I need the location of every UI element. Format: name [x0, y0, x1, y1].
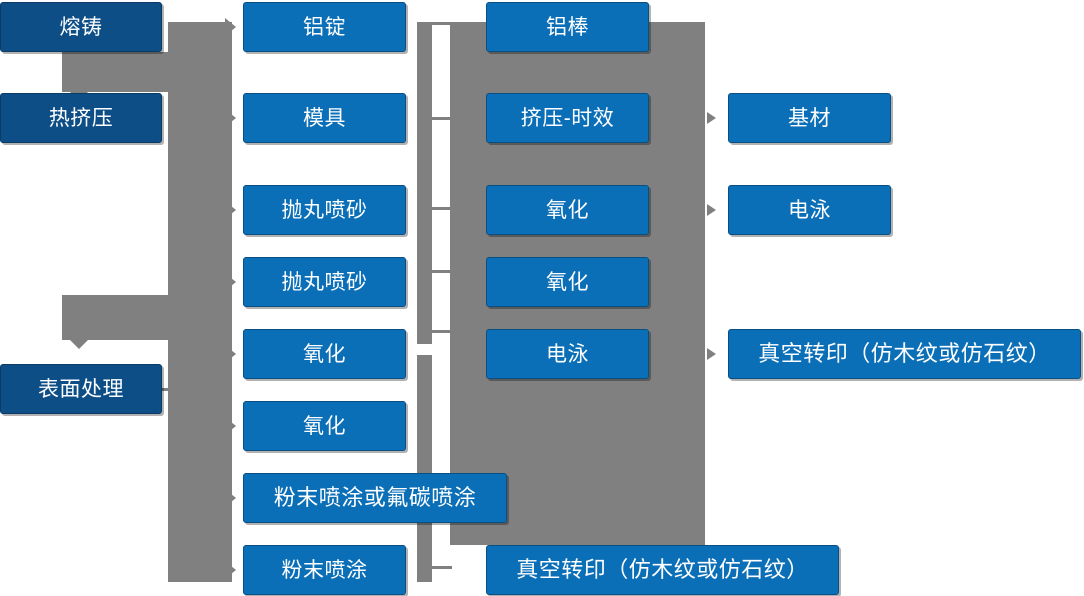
process-box-jiya[interactable]: 挤压-时效	[486, 93, 649, 143]
connector-biaomian-link	[160, 388, 190, 391]
process-box-zhenkong[interactable]: 真空转印（仿木纹或仿石纹）	[486, 545, 839, 595]
input-label-paowan-1: 抛丸喷砂	[281, 198, 368, 222]
connector-down-arrow-lower	[70, 340, 88, 349]
stage-label-rongzhu: 熔铸	[59, 15, 103, 39]
arrow-to-muju	[225, 109, 236, 127]
arrow-to-jicai	[707, 112, 716, 124]
stage-label-rejiya: 热挤压	[48, 106, 114, 130]
process-label-jiya: 挤压-时效	[520, 106, 615, 130]
connector-left-trunk	[168, 22, 232, 582]
input-box-luding[interactable]: 铝锭	[243, 2, 406, 52]
connector-left-stub-upper	[62, 52, 172, 92]
connector-tick-5	[432, 330, 452, 333]
connector-mid-rail	[417, 22, 432, 344]
input-box-fenmo[interactable]: 粉末喷涂	[243, 545, 406, 595]
arrow-to-dianyong	[707, 204, 716, 216]
connector-tick-6	[432, 566, 452, 569]
output-box-zhenkong[interactable]: 真空转印（仿木纹或仿石纹）	[728, 329, 1081, 379]
input-box-paowan-2[interactable]: 抛丸喷砂	[243, 257, 406, 307]
process-label-zhenkong: 真空转印（仿木纹或仿石纹）	[516, 557, 809, 582]
stage-box-rejiya[interactable]: 热挤压	[0, 93, 162, 143]
arrow-to-fenmo-futan	[225, 489, 236, 507]
arrow-to-yanghua-2	[225, 417, 236, 435]
arrow-to-fenmo	[225, 561, 236, 579]
process-label-yanghua-2: 氧化	[546, 270, 589, 294]
input-label-muju: 模具	[303, 106, 346, 130]
process-label-lubang: 铝棒	[546, 15, 589, 39]
output-label-dianyong: 电泳	[788, 198, 831, 222]
output-box-jicai[interactable]: 基材	[728, 93, 891, 143]
arrow-to-zhenkong	[707, 348, 716, 360]
process-label-yanghua-1: 氧化	[546, 198, 589, 222]
input-label-paowan-2: 抛丸喷砂	[281, 270, 368, 294]
input-box-paowan-1[interactable]: 抛丸喷砂	[243, 185, 406, 235]
process-box-yanghua-1[interactable]: 氧化	[486, 185, 649, 235]
input-box-fenmo-futan[interactable]: 粉末喷涂或氟碳喷涂	[243, 473, 507, 523]
input-box-yanghua-2[interactable]: 氧化	[243, 401, 406, 451]
arrow-to-luding	[225, 18, 236, 36]
output-box-dianyong[interactable]: 电泳	[728, 185, 891, 235]
connector-tick-1	[432, 22, 452, 25]
arrow-to-paowan-1	[225, 201, 236, 219]
output-label-jicai: 基材	[788, 106, 831, 130]
connector-tick-4	[432, 270, 452, 273]
input-box-yanghua-1[interactable]: 氧化	[243, 329, 406, 379]
stage-box-biaomian[interactable]: 表面处理	[0, 364, 162, 414]
input-label-luding: 铝锭	[303, 15, 346, 39]
arrow-to-yanghua-1	[225, 345, 236, 363]
arrow-to-paowan-2	[225, 273, 236, 291]
connector-tick-3	[432, 207, 452, 210]
output-label-zhenkong: 真空转印（仿木纹或仿石纹）	[758, 341, 1051, 366]
process-label-dianyong: 电泳	[546, 342, 589, 366]
input-label-fenmo-futan: 粉末喷涂或氟碳喷涂	[273, 485, 477, 510]
connector-tick-2	[432, 117, 452, 120]
process-box-lubang[interactable]: 铝棒	[486, 2, 649, 52]
input-label-yanghua-2: 氧化	[303, 414, 346, 438]
stage-label-biaomian: 表面处理	[38, 377, 124, 401]
process-box-dianyong[interactable]: 电泳	[486, 329, 649, 379]
input-label-fenmo: 粉末喷涂	[281, 558, 368, 582]
stage-box-rongzhu[interactable]: 熔铸	[0, 2, 162, 52]
input-label-yanghua-1: 氧化	[303, 342, 346, 366]
connector-mid-rail-lower	[417, 355, 432, 582]
input-box-muju[interactable]: 模具	[243, 93, 406, 143]
connector-left-stub-lower	[62, 295, 172, 340]
process-box-yanghua-2[interactable]: 氧化	[486, 257, 649, 307]
